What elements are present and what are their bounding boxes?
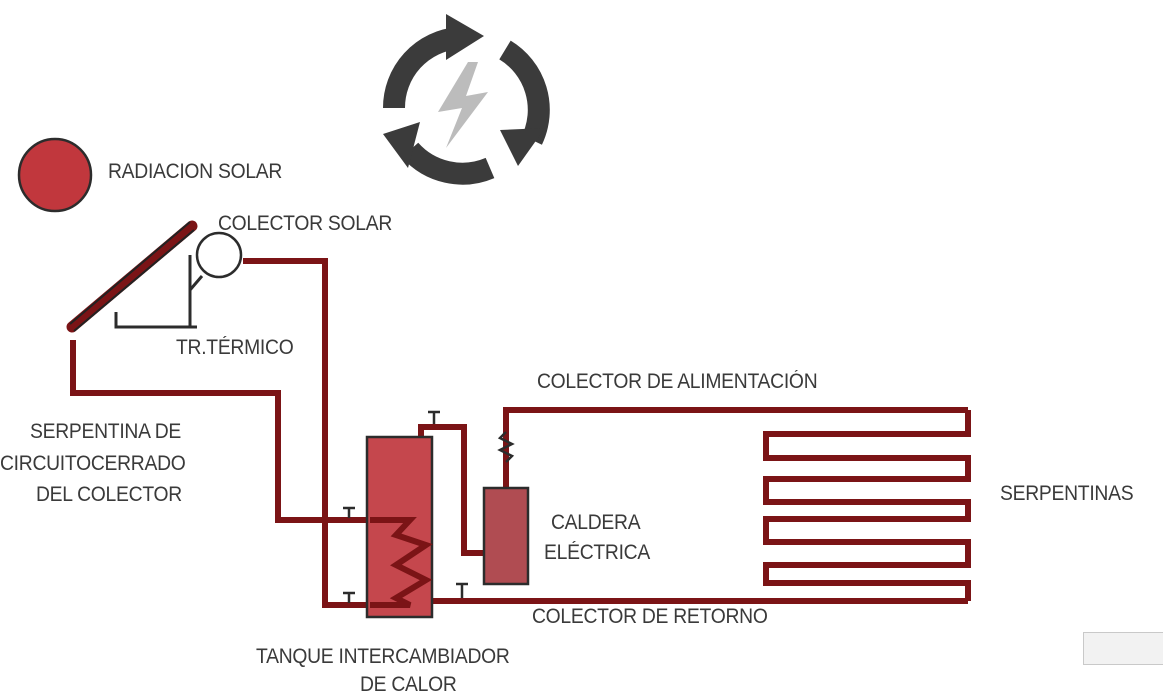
cycle-arrowhead-1: [446, 14, 484, 60]
lightning-bolt-icon: [438, 62, 488, 148]
sun-circle-icon: [17, 137, 93, 213]
cycle-arrow-bottom: [401, 142, 495, 185]
solar-collector-panel: [66, 220, 204, 333]
solar-panel-plate: [66, 220, 198, 333]
heat-exchanger-coil: [370, 517, 433, 608]
label-serpentine-line1: SERPENTINA DE: [30, 420, 182, 443]
label-return-header: COLECTOR DE RETORNO: [532, 605, 768, 628]
cycle-arrow-top-left: [382, 27, 460, 109]
tank-to-boiler-pipe: [418, 424, 484, 556]
recycle-arrows-lightning-icon: [382, 14, 550, 185]
label-solar-radiation: RADIACION SOLAR: [108, 160, 283, 183]
label-serpentines: SERPENTINAS: [1000, 482, 1134, 505]
label-thermal-tank: TR.TÉRMICO: [176, 336, 294, 359]
label-serpentine-line2: CIRCUITOCERRADO: [0, 452, 186, 475]
thermal-tank: [195, 231, 243, 279]
blank-control-box[interactable]: [1083, 632, 1163, 665]
label-serpentine-line3: DEL COLECTOR: [36, 483, 182, 506]
label-boiler-line1: CALDERA: [551, 511, 641, 534]
solar-panel-edge-top: [69, 221, 191, 325]
solar-panel-edge-bottom: [73, 229, 195, 332]
resistance-zigzag-icon: [497, 431, 515, 463]
label-tank-line1: TANQUE INTERCAMBIADOR: [256, 645, 510, 668]
floor-serpentine-coils: [763, 410, 971, 601]
label-tank-line2: DE CALOR: [360, 673, 457, 696]
electric-boiler: [482, 486, 530, 586]
label-solar-collector: COLECTOR SOLAR: [218, 212, 393, 235]
label-supply-header: COLECTOR DE ALIMENTACIÓN: [537, 370, 818, 393]
solar-panel-stand: [114, 255, 192, 329]
collector-return-pipe: [70, 340, 370, 523]
collector-hot-pipe: [243, 258, 370, 608]
cycle-arrowhead-3: [383, 122, 420, 168]
tank-support-strut: [188, 275, 204, 291]
cycle-arrowhead-2: [500, 128, 545, 166]
cycle-arrow-right: [498, 40, 550, 145]
valve-markers: [343, 410, 468, 603]
label-boiler-line2: ELÉCTRICA: [544, 541, 650, 564]
pipe-network: [70, 258, 971, 608]
